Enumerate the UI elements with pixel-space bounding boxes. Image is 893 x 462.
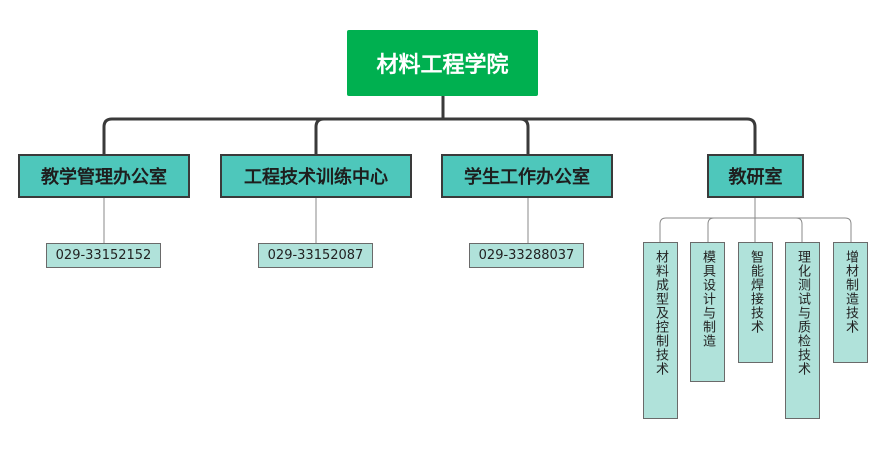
phone-node-student-affairs[interactable]: 029-33288037: [469, 243, 584, 268]
research-office-to-sections-connector: [659, 198, 852, 242]
phone-number: 029-33152087: [267, 248, 364, 263]
section-node-physchem-testing[interactable]: 理化测试与质检技术: [785, 242, 820, 419]
section-node-forming-control[interactable]: 材料成型及控制技术: [643, 242, 678, 419]
dept-node-teaching-research[interactable]: 教研室: [707, 154, 804, 198]
root-to-departments-connector: [102, 96, 757, 154]
phone-node-engineering-training[interactable]: 029-33152087: [258, 243, 373, 268]
dept-node-engineering-training[interactable]: 工程技术训练中心: [220, 154, 412, 198]
phone-number: 029-33288037: [478, 248, 575, 263]
section-node-additive-manufacturing[interactable]: 增材制造技术: [833, 242, 868, 363]
dept-node-label: 教研室: [728, 167, 783, 188]
phone-number: 029-33152152: [55, 248, 152, 263]
section-node-intelligent-welding[interactable]: 智能焊接技术: [738, 242, 773, 363]
section-label: 模具设计与制造: [700, 250, 715, 348]
dept-node-label: 学生工作办公室: [464, 167, 590, 188]
phone-node-teaching-admin[interactable]: 029-33152152: [46, 243, 161, 268]
section-label: 理化测试与质检技术: [795, 250, 810, 376]
root-node-label: 材料工程学院: [376, 53, 509, 78]
section-label: 材料成型及控制技术: [653, 250, 668, 376]
section-label: 增材制造技术: [843, 250, 858, 334]
dept-node-student-affairs[interactable]: 学生工作办公室: [441, 154, 613, 198]
dept-node-label: 工程技术训练中心: [244, 167, 388, 188]
dept-node-teaching-admin[interactable]: 教学管理办公室: [18, 154, 190, 198]
section-label: 智能焊接技术: [748, 250, 763, 334]
section-node-mold-design[interactable]: 模具设计与制造: [690, 242, 725, 382]
dept-node-label: 教学管理办公室: [41, 167, 167, 188]
root-node-college[interactable]: 材料工程学院: [347, 30, 538, 96]
